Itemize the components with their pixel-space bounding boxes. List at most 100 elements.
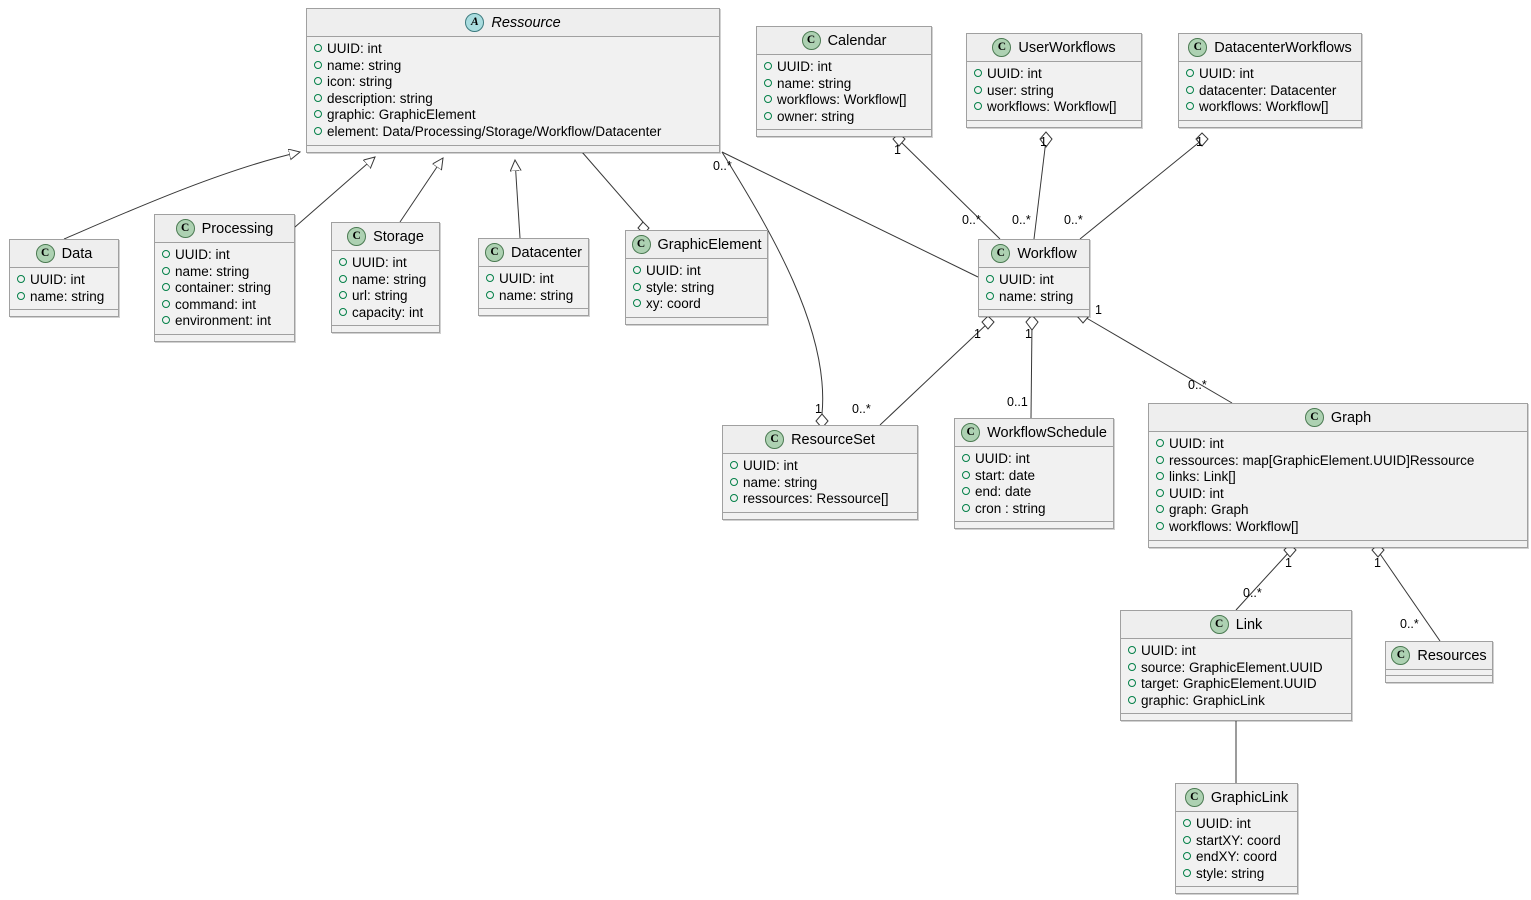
- public-visibility-icon: [1186, 102, 1194, 111]
- multiplicity-label: 1: [1196, 135, 1203, 149]
- class-methods-graph: [1149, 540, 1527, 547]
- attribute-text: user: string: [987, 82, 1054, 98]
- attribute-text: UUID: int: [1169, 436, 1224, 451]
- class-icon: C: [1209, 615, 1229, 634]
- attribute-text: style: string: [646, 279, 715, 295]
- attribute-row: graphic: GraphicElement: [314, 107, 712, 124]
- class-icon: C: [991, 244, 1011, 263]
- public-visibility-icon: [730, 477, 738, 486]
- attribute-text: name: string: [352, 271, 427, 287]
- public-visibility-icon: [764, 111, 772, 120]
- attribute-row: name: string: [486, 288, 581, 305]
- class-methods-workflowschedule: [955, 522, 1113, 529]
- class-name-workflowschedule: WorkflowSchedule: [987, 424, 1107, 441]
- attribute-row: capacity: int: [339, 305, 432, 322]
- attribute-text: icon: string: [327, 74, 393, 90]
- attribute-text: UUID: int: [1199, 66, 1254, 81]
- class-name-graphicelement: GraphicElement: [657, 236, 762, 253]
- attribute-row: graph: Graph: [1156, 502, 1520, 519]
- attribute-row: command: int: [162, 297, 287, 314]
- class-methods-workflow: [979, 310, 1089, 317]
- edge-workflow-graph: [1082, 315, 1233, 404]
- public-visibility-icon: [162, 299, 170, 308]
- class-methods-datacenterworkflows: [1179, 120, 1361, 127]
- class-name-datacenterworkflows: DatacenterWorkflows: [1214, 39, 1352, 56]
- attribute-row: name: string: [764, 76, 924, 93]
- public-visibility-icon: [1128, 695, 1136, 704]
- attribute-text: UUID: int: [987, 66, 1042, 81]
- public-visibility-icon: [974, 85, 982, 94]
- multiplicity-label: 1: [974, 327, 981, 341]
- class-icon: C: [1184, 788, 1204, 807]
- multiplicity-label: 0..*: [1188, 378, 1207, 392]
- public-visibility-icon: [162, 316, 170, 325]
- attribute-row: user: string: [974, 83, 1134, 100]
- attribute-text: owner: string: [777, 108, 855, 124]
- public-visibility-icon: [1156, 439, 1164, 447]
- multiplicity-label: 1: [894, 143, 901, 157]
- attribute-row: links: Link[]: [1156, 469, 1520, 486]
- edge-storage-ressource: [399, 158, 443, 223]
- public-visibility-icon: [339, 258, 347, 266]
- attribute-text: start: date: [975, 467, 1036, 483]
- class-name-datacenter: Datacenter: [511, 244, 582, 261]
- attribute-row: container: string: [162, 280, 287, 297]
- class-icon: C: [35, 244, 55, 263]
- class-attributes-resources: [1386, 670, 1492, 676]
- attribute-row: workflows: Workflow[]: [1156, 519, 1520, 536]
- attribute-row: UUID: int: [1128, 643, 1344, 660]
- attribute-row: UUID: int: [162, 247, 287, 264]
- public-visibility-icon: [633, 282, 641, 291]
- attribute-row: UUID: int: [17, 272, 111, 289]
- attribute-text: element: Data/Processing/Storage/Workflo…: [327, 123, 662, 139]
- attribute-row: ressources: Ressource[]: [730, 491, 910, 508]
- class-methods-data: [10, 310, 118, 317]
- class-methods-storage: [332, 326, 439, 333]
- class-icon: C: [1391, 646, 1411, 665]
- attribute-text: UUID: int: [30, 272, 85, 287]
- public-visibility-icon: [962, 503, 970, 512]
- public-visibility-icon: [17, 291, 25, 300]
- attribute-row: target: GraphicElement.UUID: [1128, 676, 1344, 693]
- public-visibility-icon: [962, 454, 970, 462]
- multiplicity-label: 1: [1285, 556, 1292, 570]
- attribute-row: startXY: coord: [1183, 833, 1290, 850]
- multiplicity-label: 1: [1040, 135, 1047, 149]
- attribute-row: name: string: [162, 264, 287, 281]
- attribute-text: graphic: GraphicLink: [1141, 692, 1265, 708]
- attribute-text: name: string: [777, 75, 852, 91]
- multiplicity-label: 1: [1374, 556, 1381, 570]
- class-methods-calendar: [757, 130, 931, 137]
- attribute-row: ressources: map[GraphicElement.UUID]Ress…: [1156, 453, 1520, 470]
- attribute-text: container: string: [175, 280, 272, 296]
- attribute-row: graphic: GraphicLink: [1128, 693, 1344, 710]
- public-visibility-icon: [764, 95, 772, 104]
- attribute-text: name: string: [743, 474, 818, 490]
- multiplicity-label: 1: [1095, 303, 1102, 317]
